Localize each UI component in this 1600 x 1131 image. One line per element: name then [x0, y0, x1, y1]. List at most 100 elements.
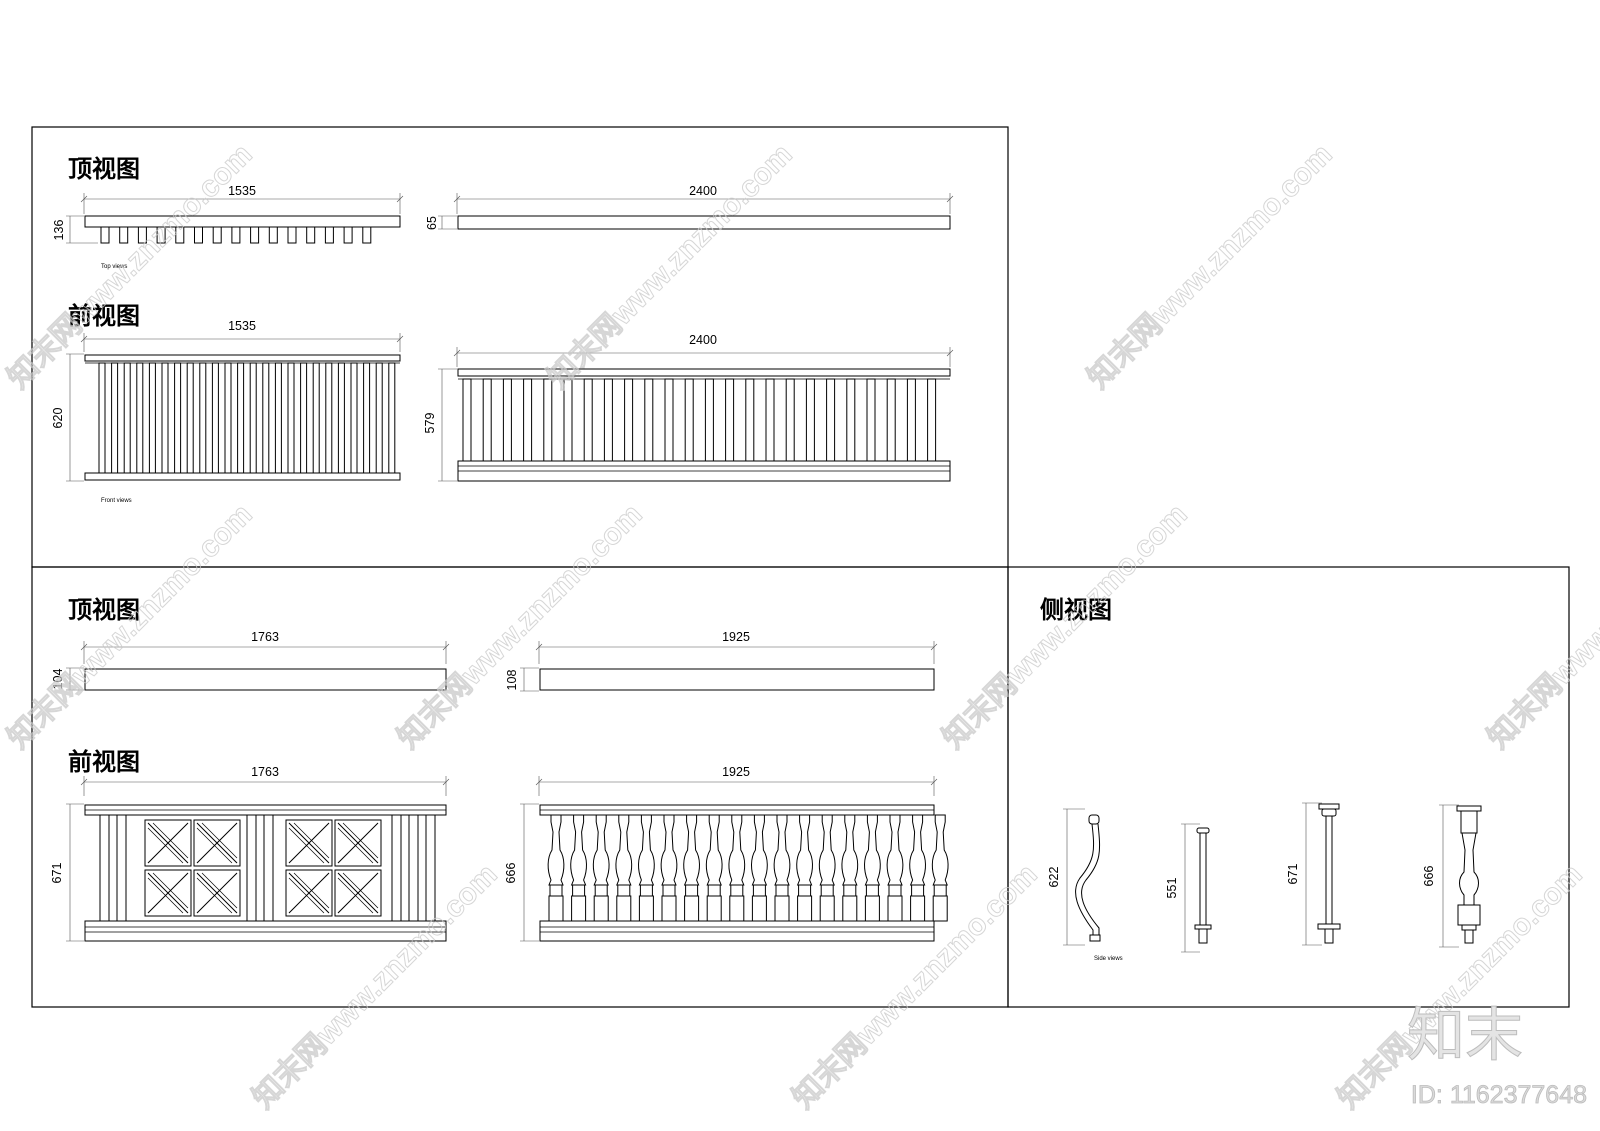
baluster-base [775, 884, 789, 897]
picket [199, 362, 207, 474]
picket [337, 362, 345, 474]
picket [363, 362, 371, 474]
x-panel-brace [147, 872, 189, 914]
dimension-depth: 136 [52, 220, 66, 241]
picket [325, 362, 333, 474]
picket [388, 362, 396, 474]
baluster-plinth [548, 895, 564, 922]
baluster-plinth [729, 895, 745, 922]
picket [268, 226, 278, 244]
baluster-base [572, 884, 586, 897]
picket [664, 378, 674, 462]
picket [123, 362, 131, 474]
x-panel-brace [337, 872, 379, 914]
picket [927, 378, 937, 462]
picket [136, 362, 144, 474]
x-panel-brace [337, 872, 379, 914]
x-panel-brace [288, 822, 330, 864]
post [425, 814, 436, 922]
baluster [638, 814, 655, 886]
picket [745, 378, 755, 462]
baluster-base [617, 884, 631, 897]
dimension-width: 1925 [722, 765, 750, 779]
baluster-base [865, 884, 879, 897]
post [263, 814, 274, 922]
watermark-text: 知末网www.znzmo.com [1082, 138, 1339, 395]
post [408, 814, 419, 922]
baluster-plinth [774, 895, 790, 922]
baluster-base [888, 884, 902, 897]
picket [211, 362, 219, 474]
baluster [841, 814, 859, 886]
dimension-height: 671 [1286, 864, 1300, 885]
picket [262, 362, 270, 474]
baluster [728, 814, 746, 886]
side-views-caption: Side views [1094, 956, 1123, 962]
picket [98, 362, 106, 474]
baluster-base [752, 884, 766, 897]
picket [482, 378, 492, 462]
baluster-base [639, 884, 653, 897]
baluster-plinth [706, 895, 722, 922]
dimension-height: 666 [504, 863, 518, 884]
dimension-width: 2400 [689, 333, 717, 347]
picket [644, 378, 654, 462]
baluster-base [820, 884, 834, 897]
side-panel-frame [1007, 566, 1570, 1008]
picket [274, 362, 282, 474]
dimension-depth: 108 [505, 670, 519, 691]
picket [156, 226, 166, 244]
picket [684, 378, 694, 462]
picket [237, 362, 245, 474]
picket [563, 378, 573, 462]
picket [805, 378, 815, 462]
picket [111, 362, 119, 474]
dimension-width: 1535 [228, 184, 256, 198]
picket [312, 362, 320, 474]
side-view-4: 666 [1422, 804, 1482, 948]
watermark-text: 知末网www.znzmo.com [2, 498, 259, 755]
picket [362, 226, 372, 244]
baluster-plinth [616, 895, 632, 922]
dimension-height: 622 [1047, 867, 1061, 888]
baluster [886, 814, 904, 886]
top-view-b: 2400 65 [425, 184, 954, 230]
picket [826, 378, 836, 462]
front-view-heading: 前视图 [68, 747, 140, 776]
top-view-a: 1535 136 Top views [52, 184, 404, 270]
top-view-d: 1925 108 [505, 630, 938, 692]
post [391, 814, 402, 922]
baluster-plinth [571, 895, 587, 922]
dimension-height: 671 [50, 863, 64, 884]
picket [785, 378, 795, 462]
picket [603, 378, 613, 462]
upper-panel-frame [31, 126, 1009, 568]
top-view-heading: 顶视图 [68, 595, 140, 624]
picket [249, 362, 257, 474]
baluster-plinth [684, 895, 700, 922]
picket [343, 226, 353, 244]
x-panel-brace [196, 822, 238, 864]
x-panel-brace [147, 872, 189, 914]
baluster-plinth [819, 895, 835, 922]
picket [350, 362, 358, 474]
dimension-height: 666 [1422, 866, 1436, 887]
side-view-1: 622 Side views [1047, 808, 1123, 962]
baluster-base [911, 884, 925, 897]
watermark-id: ID: 1162377648 [1411, 1081, 1587, 1109]
side-view-3: 671 [1286, 802, 1341, 946]
picket [194, 226, 203, 244]
picket [212, 226, 222, 244]
picket [250, 226, 260, 244]
picket [886, 378, 896, 462]
picket [502, 378, 512, 462]
picket [704, 378, 714, 462]
watermark-text: 知末网www.znzmo.com [937, 498, 1194, 755]
picket [174, 362, 182, 474]
picket [324, 226, 334, 244]
baluster-base [685, 884, 699, 897]
watermark-text: 知末网www.znzmo.com [1482, 498, 1600, 755]
baluster-plinth [910, 895, 926, 922]
x-panel-brace [288, 872, 330, 914]
